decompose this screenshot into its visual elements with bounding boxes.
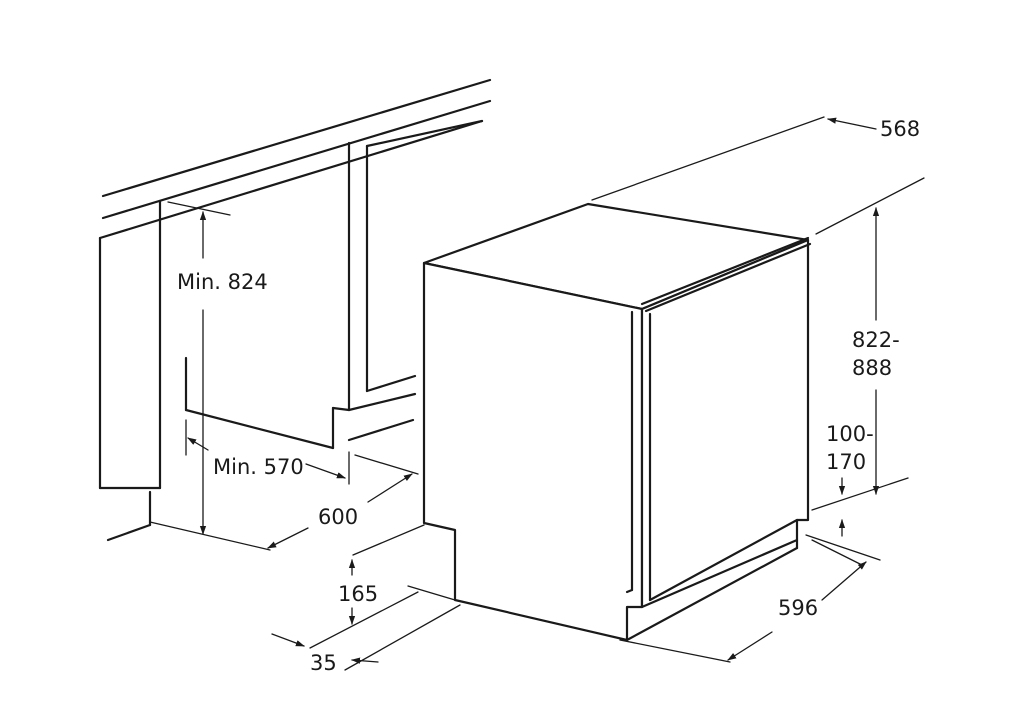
label-min-824: Min. 824 bbox=[177, 270, 268, 294]
label-568: 568 bbox=[880, 117, 920, 141]
cabinet-niche bbox=[98, 78, 492, 542]
label-plinth-2: 170 bbox=[826, 450, 866, 474]
label-height-1: 822- bbox=[852, 328, 900, 352]
dishwasher-unit bbox=[422, 202, 812, 642]
dimension-labels: 568 822- 888 100- 170 596 Min. 824 Min. … bbox=[177, 117, 920, 675]
label-596: 596 bbox=[778, 596, 818, 620]
label-plinth-1: 100- bbox=[826, 422, 874, 446]
dimension-lines bbox=[149, 116, 925, 671]
label-min-570: Min. 570 bbox=[213, 455, 304, 479]
label-35: 35 bbox=[310, 651, 337, 675]
label-165: 165 bbox=[338, 582, 378, 606]
label-600: 600 bbox=[318, 505, 358, 529]
label-height-2: 888 bbox=[852, 356, 892, 380]
arrow-568 bbox=[827, 117, 877, 130]
